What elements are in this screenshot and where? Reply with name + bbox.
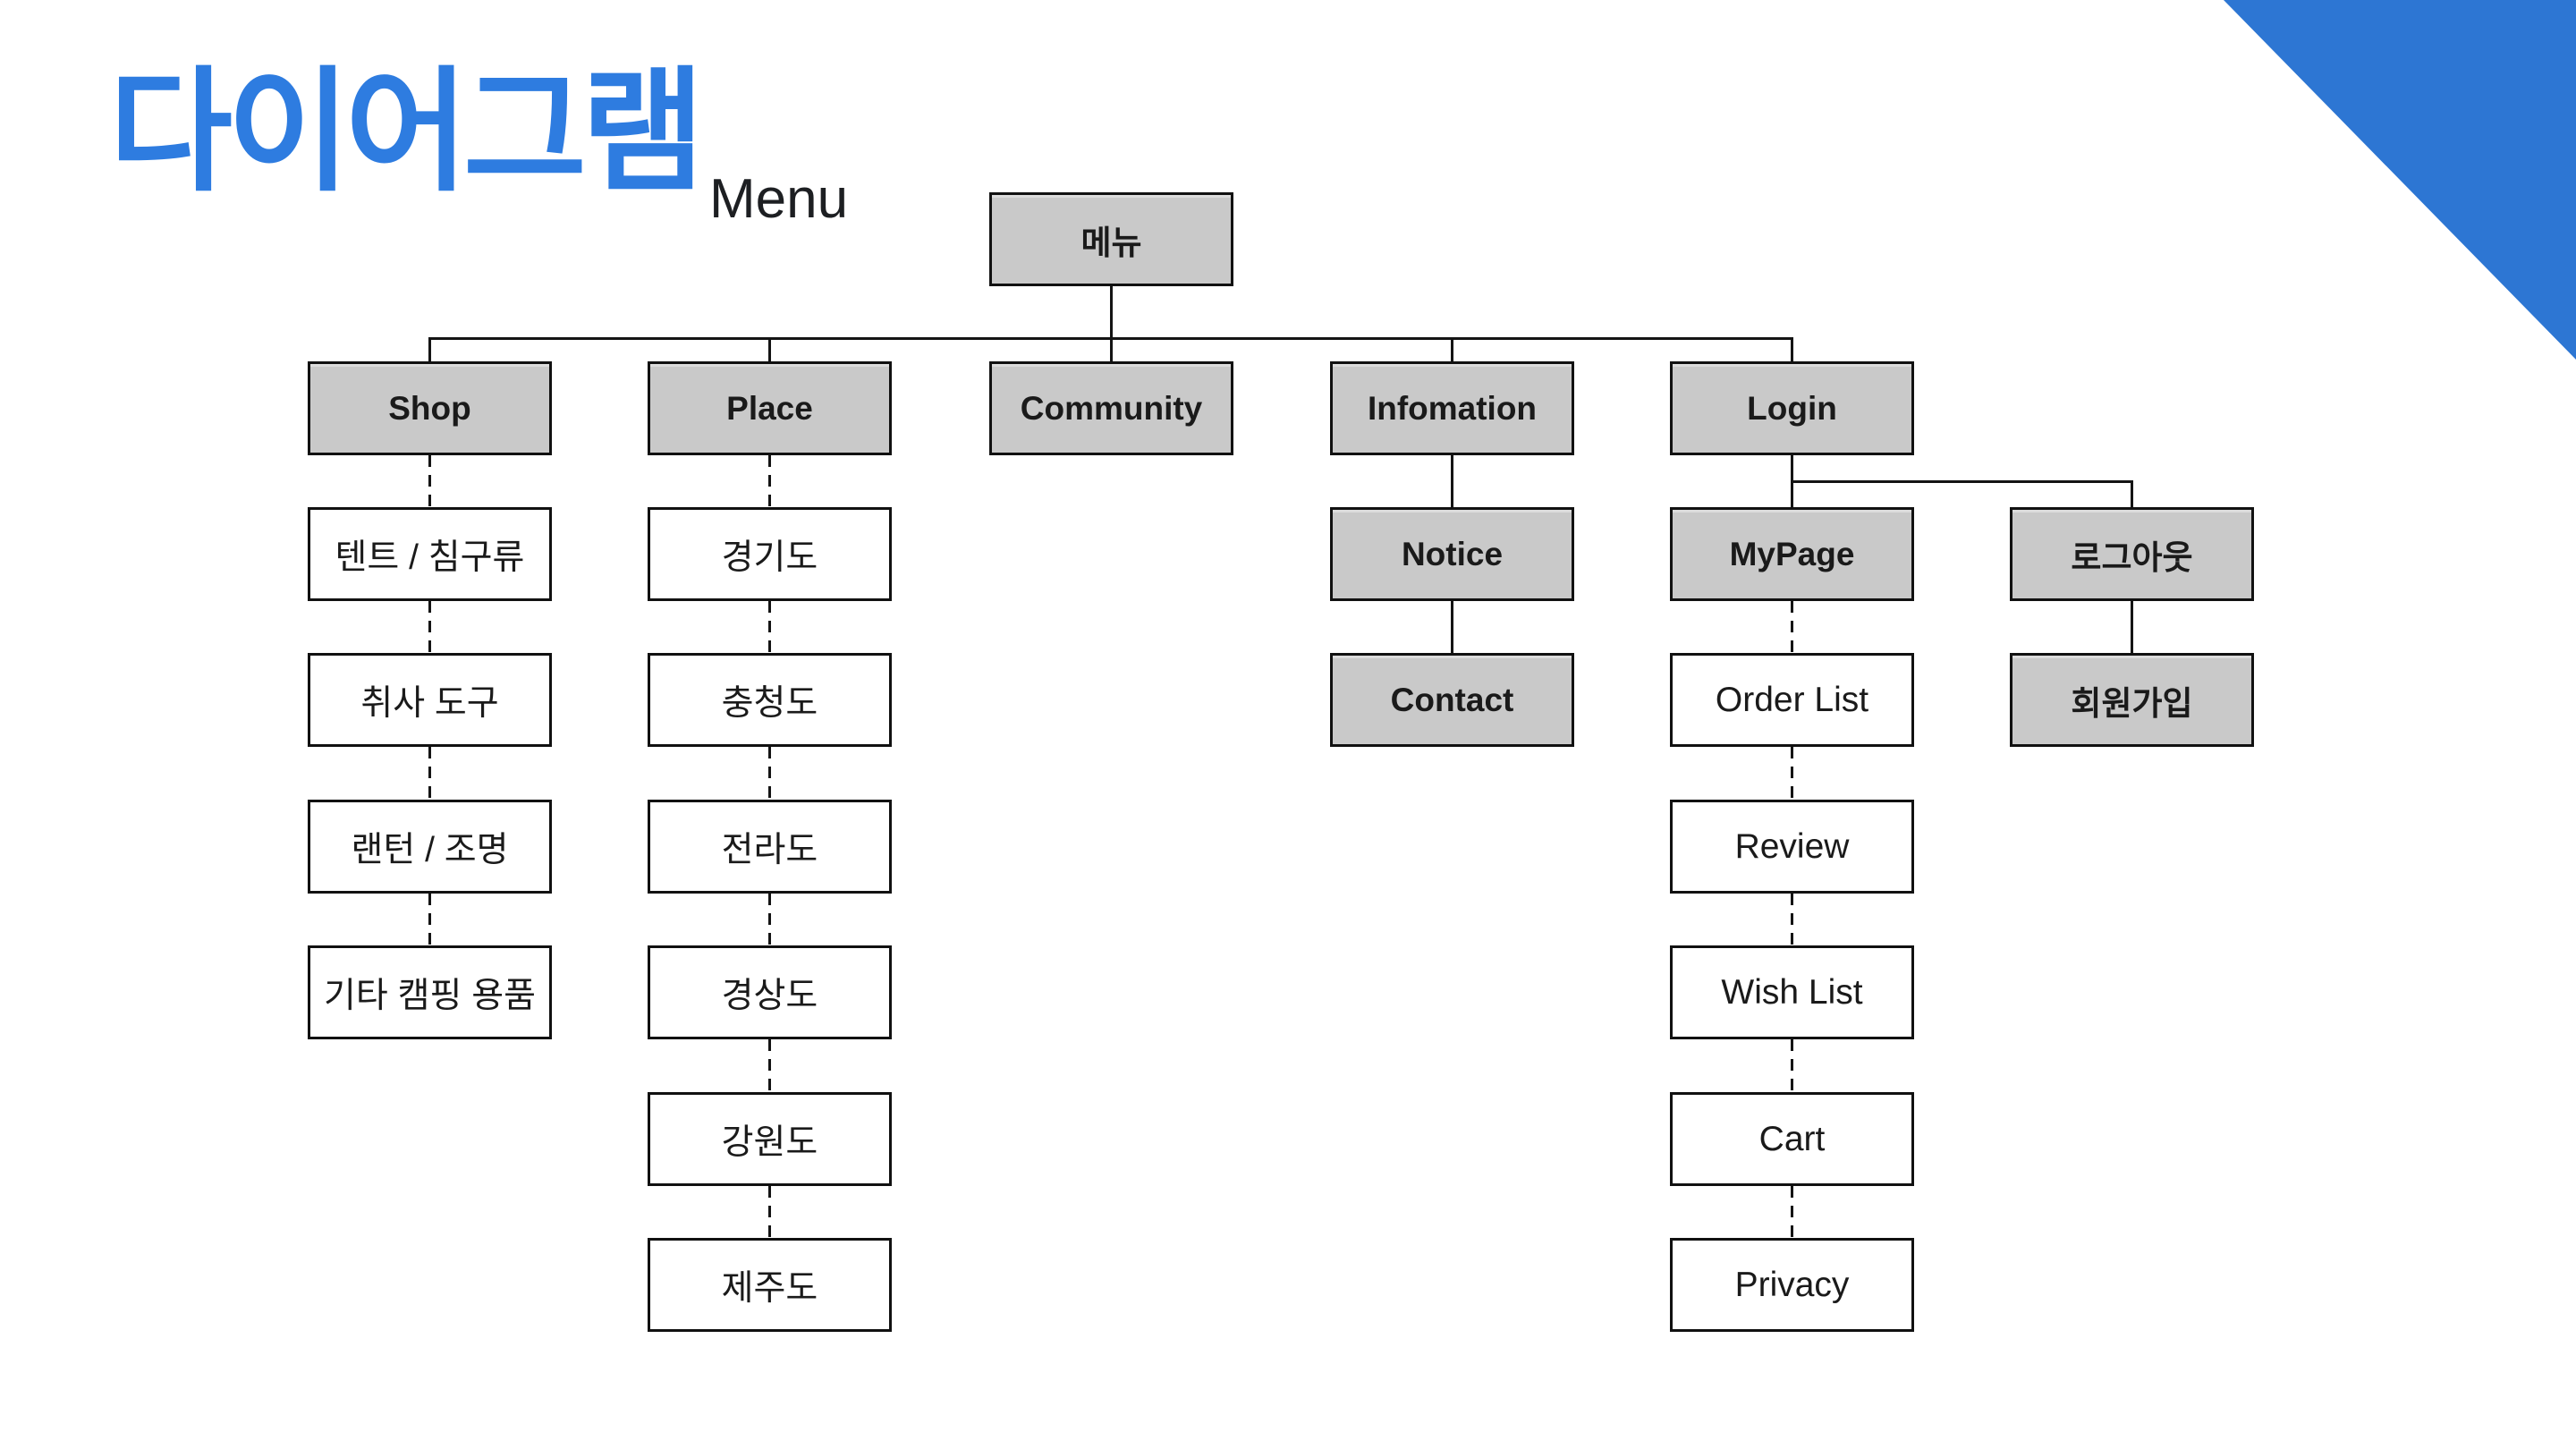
connector-notice-contact — [1451, 601, 1453, 653]
page-subtitle: Menu — [709, 168, 849, 230]
connector-drop-infomation — [1451, 338, 1453, 362]
node-signup-label: 회원가입 — [2071, 684, 2193, 722]
node-privacy-label: Privacy — [1734, 1265, 1850, 1304]
connector-dashed-mypage-1 — [1791, 601, 1793, 653]
node-place: Place — [648, 361, 892, 455]
node-logout-label: 로그아웃 — [2071, 538, 2193, 576]
node-notice-label: Notice — [1401, 535, 1504, 572]
node-lantern-lighting-label: 랜턴 / 조명 — [351, 830, 509, 869]
connector-drop-login — [1791, 338, 1793, 362]
connector-drop-community — [1110, 338, 1113, 362]
node-tent-bedding: 텐트 / 침구류 — [308, 507, 552, 601]
node-logout: 로그아웃 — [2010, 507, 2254, 601]
node-review: Review — [1670, 800, 1914, 894]
node-gangwondo: 강원도 — [648, 1092, 892, 1186]
node-mypage-label: MyPage — [1729, 535, 1855, 572]
node-lantern-lighting: 랜턴 / 조명 — [308, 800, 552, 894]
node-jejudo-label: 제주도 — [721, 1268, 818, 1308]
node-chungcheongdo-label: 충청도 — [721, 683, 818, 723]
node-contact-label: Contact — [1390, 681, 1514, 718]
connector-root-stub — [1110, 286, 1113, 338]
connector-dashed-mypage-4 — [1791, 1039, 1793, 1092]
node-login-label: Login — [1747, 389, 1837, 427]
node-menu-root: 메뉴 — [989, 192, 1233, 286]
node-jejudo: 제주도 — [648, 1238, 892, 1332]
node-cookware-label: 취사 도구 — [360, 683, 499, 723]
node-gyeonggido-label: 경기도 — [721, 538, 818, 577]
connector-drop-logout — [2131, 482, 2133, 507]
node-notice: Notice — [1330, 507, 1574, 601]
corner-triangle-decoration — [2224, 0, 2576, 360]
node-cart-label: Cart — [1758, 1119, 1826, 1158]
node-other-camping-goods-label: 기타 캠핑 용품 — [324, 976, 536, 1015]
node-place-label: Place — [726, 389, 813, 427]
node-contact: Contact — [1330, 653, 1574, 747]
node-jeollado: 전라도 — [648, 800, 892, 894]
connector-logout-signup — [2131, 601, 2133, 653]
node-gyeongsangdo-label: 경상도 — [721, 976, 818, 1015]
node-wish-list: Wish List — [1670, 945, 1914, 1039]
node-community-label: Community — [1020, 389, 1203, 427]
node-gangwondo-label: 강원도 — [721, 1123, 818, 1162]
node-shop: Shop — [308, 361, 552, 455]
node-community: Community — [989, 361, 1233, 455]
node-cart: Cart — [1670, 1092, 1914, 1186]
node-privacy: Privacy — [1670, 1238, 1914, 1332]
connector-dashed-place-4 — [768, 894, 771, 945]
page-title: 다이어그램 — [109, 56, 705, 207]
node-login: Login — [1670, 361, 1914, 455]
node-mypage: MyPage — [1670, 507, 1914, 601]
node-signup: 회원가입 — [2010, 653, 2254, 747]
node-chungcheongdo: 충청도 — [648, 653, 892, 747]
node-wish-list-label: Wish List — [1721, 972, 1863, 1012]
connector-drop-place — [768, 338, 771, 362]
node-infomation: Infomation — [1330, 361, 1574, 455]
node-infomation-label: Infomation — [1367, 389, 1538, 427]
node-order-list: Order List — [1670, 653, 1914, 747]
connector-dashed-place-5 — [768, 1039, 771, 1092]
connector-dashed-mypage-2 — [1791, 747, 1793, 800]
node-shop-label: Shop — [388, 389, 471, 427]
connector-dashed-place-2 — [768, 601, 771, 653]
node-tent-bedding-label: 텐트 / 침구류 — [335, 538, 525, 577]
node-gyeonggido: 경기도 — [648, 507, 892, 601]
node-order-list-label: Order List — [1715, 680, 1869, 719]
node-cookware: 취사 도구 — [308, 653, 552, 747]
node-menu-root-label: 메뉴 — [1080, 224, 1142, 261]
connector-dashed-shop-1 — [428, 455, 431, 507]
node-review-label: Review — [1734, 826, 1850, 866]
connector-dashed-shop-4 — [428, 894, 431, 945]
connector-dashed-mypage-5 — [1791, 1186, 1793, 1238]
connector-dashed-shop-2 — [428, 601, 431, 653]
connector-dashed-place-3 — [768, 747, 771, 800]
connector-dashed-place-1 — [768, 455, 771, 507]
connector-login-rail — [1791, 480, 2133, 483]
node-jeollado-label: 전라도 — [721, 830, 818, 869]
connector-drop-shop — [428, 338, 431, 362]
node-other-camping-goods: 기타 캠핑 용품 — [308, 945, 552, 1039]
connector-dashed-shop-3 — [428, 747, 431, 800]
connector-dashed-mypage-3 — [1791, 894, 1793, 945]
connector-dashed-place-6 — [768, 1186, 771, 1238]
node-gyeongsangdo: 경상도 — [648, 945, 892, 1039]
connector-infomation-notice — [1451, 455, 1453, 507]
